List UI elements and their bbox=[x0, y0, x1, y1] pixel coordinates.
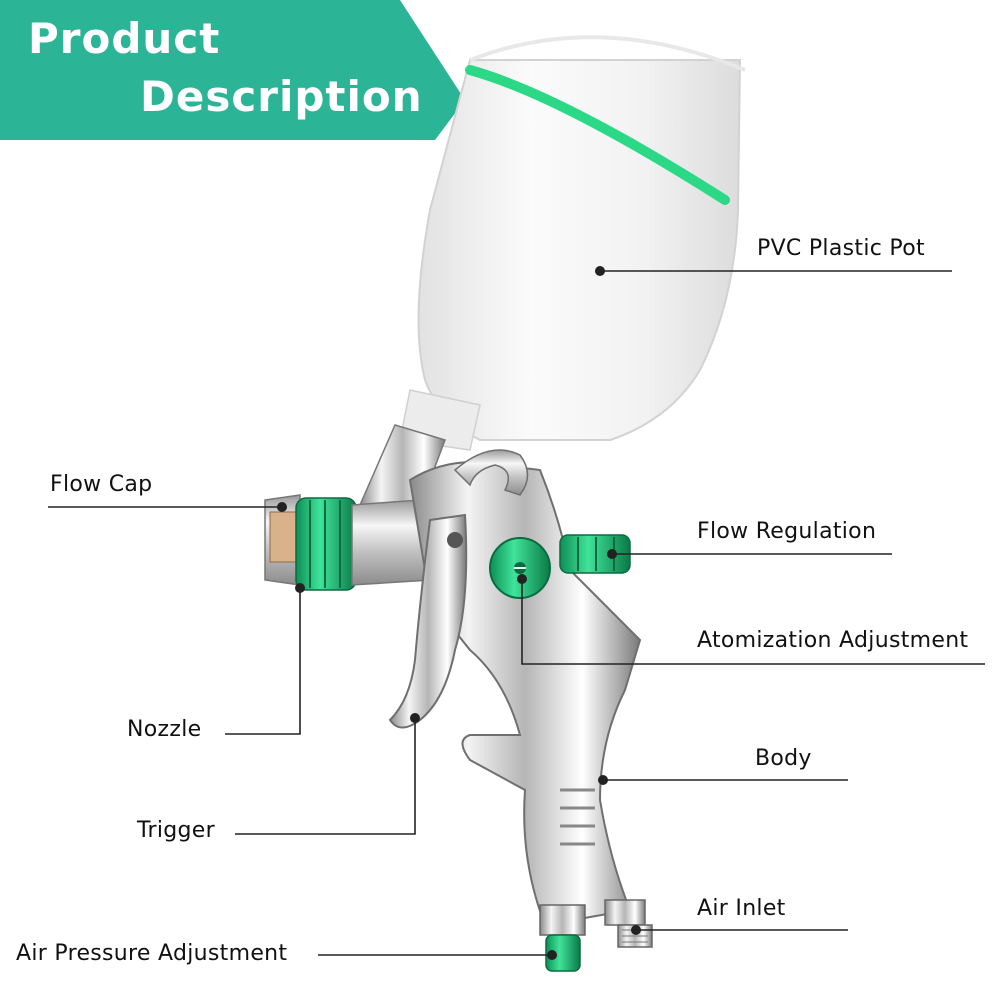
callout-lines bbox=[48, 266, 985, 960]
air-pressure-knob bbox=[545, 934, 581, 972]
flow-regulation-knob bbox=[559, 534, 631, 574]
label-body: Body bbox=[755, 746, 812, 771]
label-flow-cap: Flow Cap bbox=[50, 472, 153, 497]
banner: Product Description bbox=[0, 0, 460, 140]
pvc-plastic-pot bbox=[399, 35, 746, 451]
label-flow-regulation: Flow Regulation bbox=[697, 519, 877, 544]
nozzle-head bbox=[264, 494, 431, 591]
callout-line-trigger bbox=[235, 718, 416, 835]
trigger bbox=[388, 513, 468, 729]
label-atomization-adjustment: Atomization Adjustment bbox=[697, 628, 969, 653]
banner-title-line2: Description bbox=[140, 72, 423, 121]
atomization-knob bbox=[489, 537, 551, 599]
label-air-inlet: Air Inlet bbox=[697, 896, 786, 921]
label-pvc-plastic-pot: PVC Plastic Pot bbox=[757, 236, 925, 261]
callout-line-atomization bbox=[521, 579, 985, 665]
banner-background bbox=[0, 0, 465, 140]
label-trigger: Trigger bbox=[137, 818, 215, 843]
green-ring bbox=[465, 65, 730, 205]
label-air-pressure-adjustment: Air Pressure Adjustment bbox=[16, 941, 288, 966]
banner-title-line1: Product bbox=[28, 14, 221, 63]
callout-line-nozzle bbox=[225, 588, 301, 735]
label-nozzle: Nozzle bbox=[127, 717, 202, 742]
gun-body bbox=[408, 449, 646, 936]
